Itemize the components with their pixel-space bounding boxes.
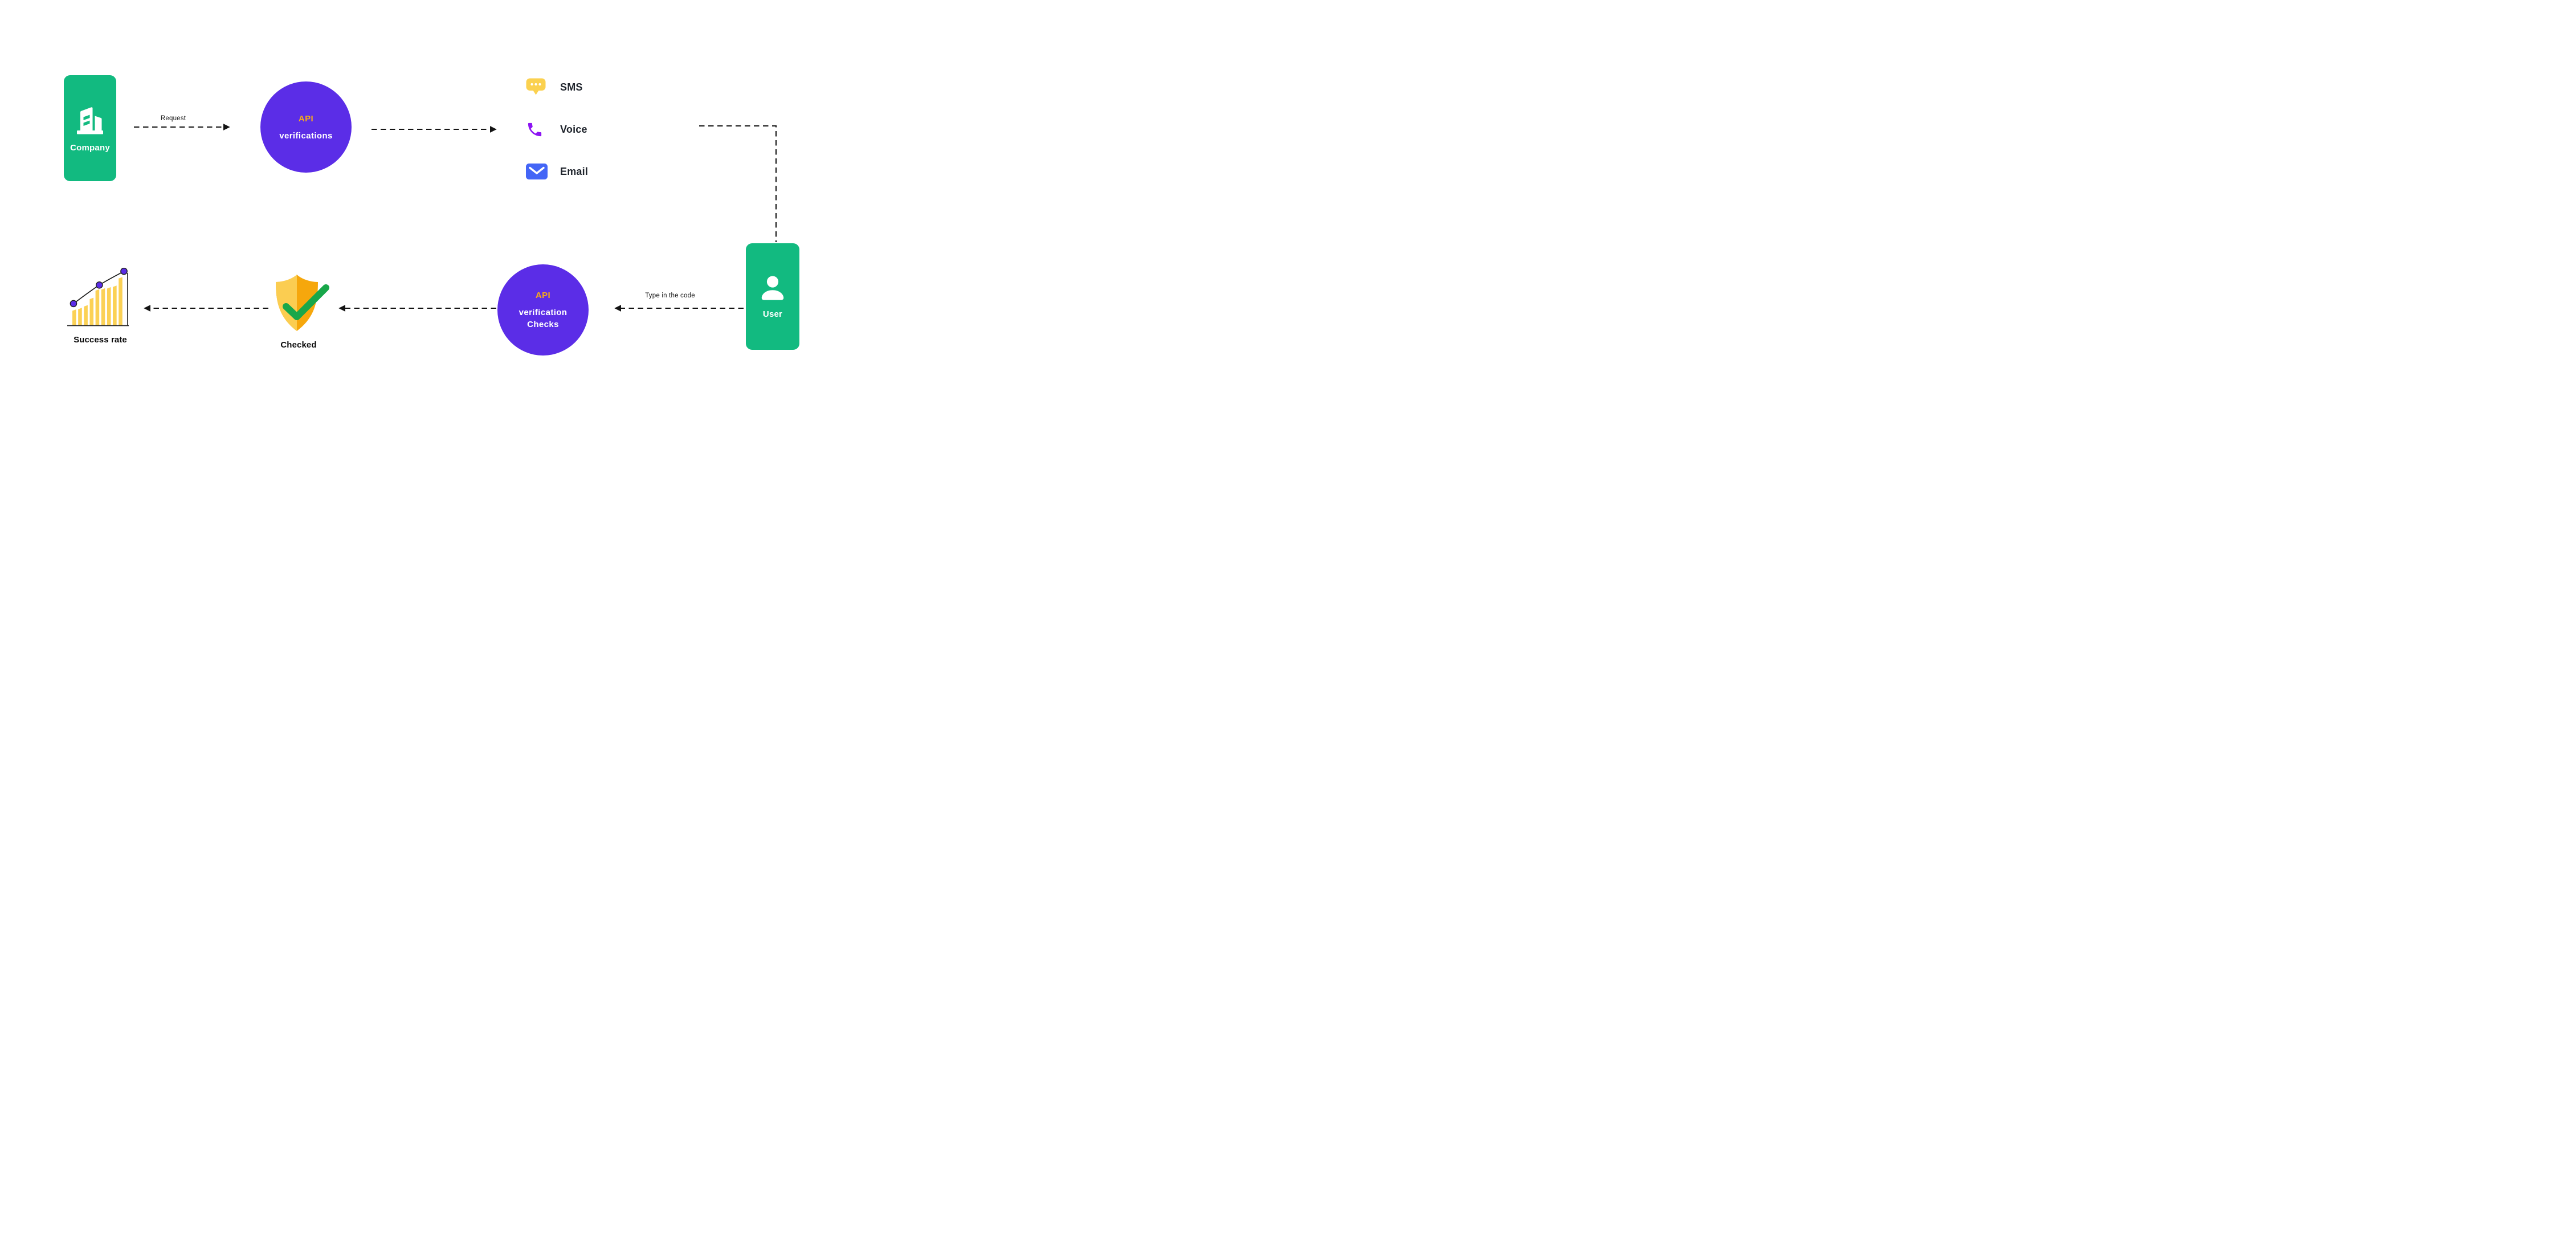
api-verifications-text: verifications [279, 130, 333, 141]
chart-bar [72, 309, 76, 325]
api-verifications-node: API verifications [260, 81, 352, 173]
success-rate-caption: Success rate [74, 335, 127, 345]
api-checks-text: verification Checks [519, 307, 568, 330]
api-checks-line1: verification [519, 308, 568, 317]
channel-row-voice: Voice [526, 118, 587, 141]
phone-icon [526, 121, 550, 138]
email-icon [526, 164, 550, 179]
checked-caption: Checked [280, 340, 317, 350]
company-label: Company [70, 143, 110, 153]
chart-bar [101, 288, 105, 325]
chart-bar [107, 287, 111, 325]
api-checks-accent: API [535, 291, 551, 300]
sms-icon [526, 78, 550, 97]
chart-marker-dot [96, 281, 103, 289]
api-verification-checks-node: API verification Checks [497, 264, 589, 356]
chart-markers [70, 267, 128, 308]
verification-flow-diagram: Company Request API verifications SMS Vo… [0, 0, 859, 415]
shield-check-icon [270, 272, 332, 335]
channel-row-email: Email [526, 162, 588, 181]
request-edge-label: Request [160, 115, 186, 122]
chart-marker-dot [120, 267, 128, 275]
chart-bar [119, 277, 123, 325]
connector-lines [134, 124, 777, 312]
chart-bar [78, 308, 82, 325]
user-node: User [746, 243, 799, 350]
chart-bar [95, 289, 100, 325]
building-icon [75, 104, 105, 136]
chart-marker-dot [70, 300, 77, 308]
chart-bar [89, 297, 94, 325]
company-node: Company [64, 75, 116, 181]
person-icon [760, 275, 785, 302]
chart-bar [84, 305, 88, 325]
api-verifications-accent: API [298, 113, 314, 124]
checkmark-icon [283, 284, 329, 320]
api-checks-line2: Checks [527, 320, 559, 329]
chart-bar [113, 285, 117, 325]
success-rate-chart [66, 265, 130, 329]
type-code-edge-label: Type in the code [645, 292, 695, 299]
user-label: User [762, 309, 783, 319]
channel-label-voice: Voice [560, 123, 587, 135]
channel-label-email: Email [560, 165, 589, 177]
edge-channels-to-user-elbow [699, 125, 777, 242]
channel-row-sms: SMS [526, 76, 583, 99]
chart-bars [72, 277, 123, 325]
channel-label-sms: SMS [560, 81, 583, 93]
